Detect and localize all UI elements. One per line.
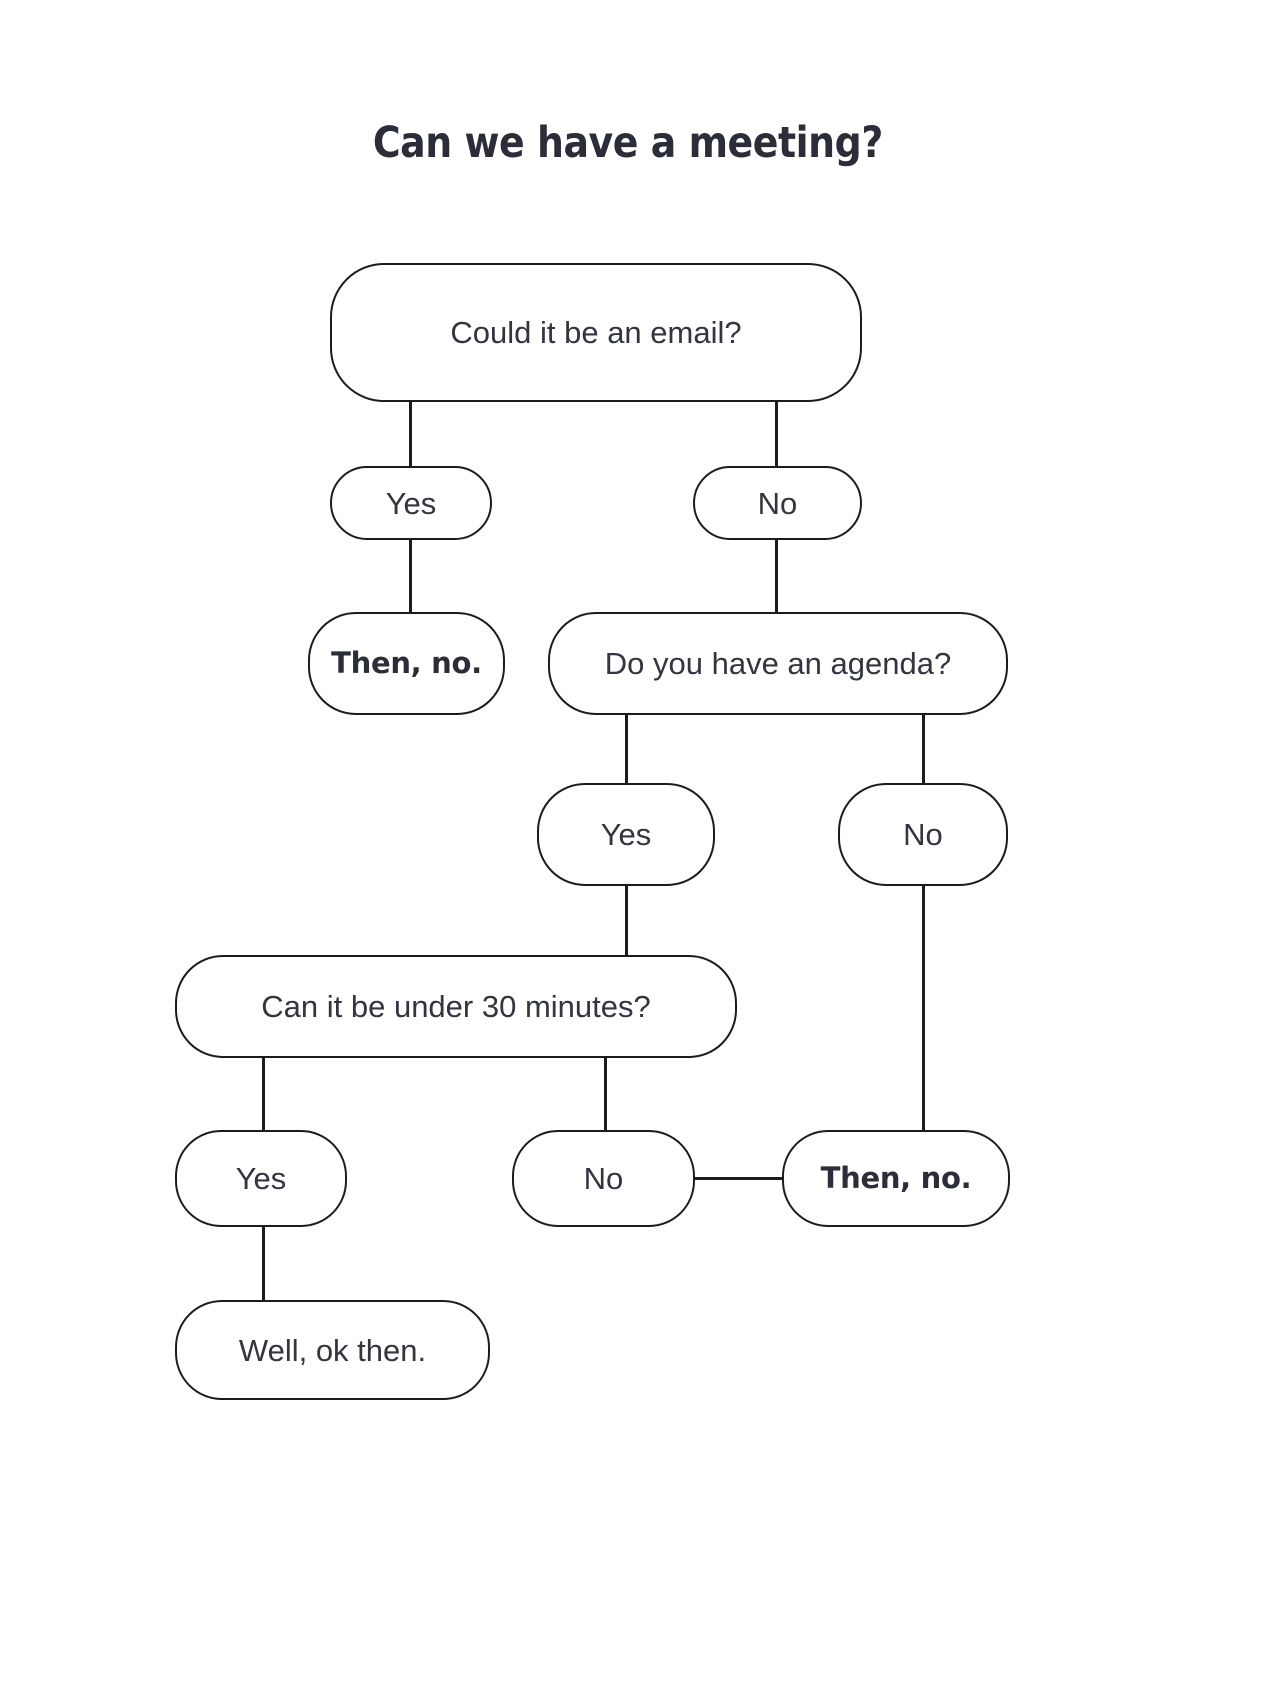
node-label: Then, no. <box>331 646 482 680</box>
node-label: Then, no. <box>820 1161 972 1195</box>
node-label: Yes <box>385 485 437 521</box>
node-could-it-be-an-email[interactable]: Could it be an email? <box>330 263 862 402</box>
node-label: Yes <box>600 817 652 852</box>
node-label: Do you have an agenda? <box>604 646 952 681</box>
connector-30min-to-yes <box>262 1056 265 1134</box>
node-email-yes[interactable]: Yes <box>330 466 492 540</box>
connector-q1-to-yes <box>409 400 412 468</box>
node-then-no-email[interactable]: Then, no. <box>308 612 505 715</box>
node-duration-yes[interactable]: Yes <box>175 1130 347 1227</box>
node-email-no[interactable]: No <box>693 466 862 540</box>
connector-30min-to-no <box>604 1056 607 1134</box>
connector-q1-to-no <box>775 400 778 468</box>
node-duration-no[interactable]: No <box>512 1130 695 1227</box>
node-label: No <box>583 1161 624 1196</box>
connector-yes-to-30min <box>625 884 628 959</box>
node-then-no-duration[interactable]: Then, no. <box>782 1130 1010 1227</box>
connector-no-to-thenno-h <box>690 1177 786 1180</box>
node-label: No <box>757 485 798 521</box>
connector-agenda-to-yes <box>625 713 628 787</box>
node-do-you-have-an-agenda[interactable]: Do you have an agenda? <box>548 612 1008 715</box>
connector-no-to-thenno-long <box>922 884 925 1134</box>
node-can-it-be-under-30-minutes[interactable]: Can it be under 30 minutes? <box>175 955 737 1058</box>
node-agenda-no[interactable]: No <box>838 783 1008 886</box>
connector-yes-to-wellok <box>262 1225 265 1303</box>
node-label: Well, ok then. <box>238 1332 427 1368</box>
node-label: Yes <box>235 1161 287 1196</box>
connector-no-to-agenda <box>775 538 778 616</box>
node-well-ok-then[interactable]: Well, ok then. <box>175 1300 490 1400</box>
connector-yes-to-thenno <box>409 538 412 616</box>
connector-agenda-to-no <box>922 713 925 787</box>
node-agenda-yes[interactable]: Yes <box>537 783 715 886</box>
node-label: Could it be an email? <box>450 315 742 350</box>
node-label: Can it be under 30 minutes? <box>261 989 651 1024</box>
node-label: No <box>903 817 943 852</box>
page-title: Can we have a meeting? <box>372 118 883 168</box>
